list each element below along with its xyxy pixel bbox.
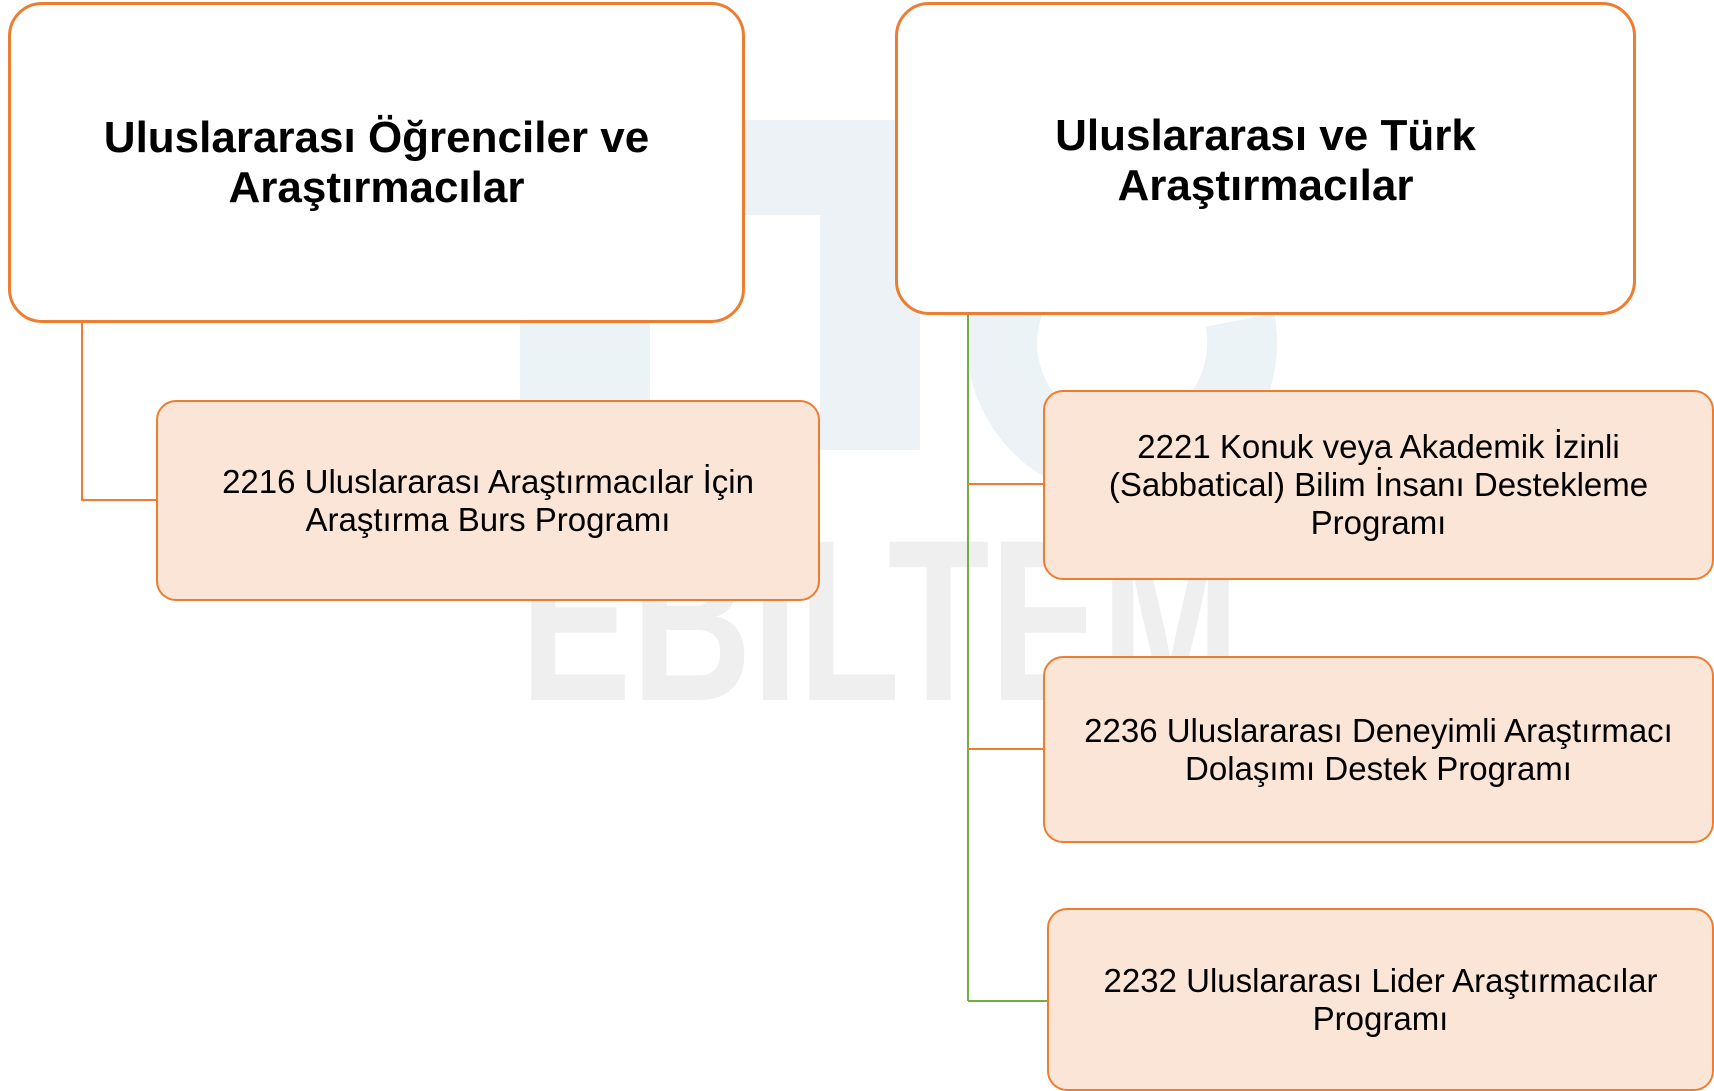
right-child-label-2236: 2236 Uluslararası Deneyimli Araştırmacı …	[1084, 711, 1673, 787]
left-connector	[81, 322, 158, 501]
left-child-box-2216: 2216 Uluslararası Araştırmacılar İçin Ar…	[156, 400, 820, 601]
right-child-box-2236: 2236 Uluslararası Deneyimli Araştırmacı …	[1043, 656, 1714, 843]
right-child-box-2232: 2232 Uluslararası Lider Araştırmacılar P…	[1047, 908, 1714, 1091]
left-header-box: Uluslararası Öğrenciler ve Araştırmacıla…	[8, 2, 745, 323]
right-header-box: Uluslararası ve Türk Araştırmacılar	[895, 2, 1636, 315]
left-header-title: Uluslararası Öğrenciler ve Araştırmacıla…	[103, 113, 650, 212]
left-child-label-2216: 2216 Uluslararası Araştırmacılar İçin Ar…	[222, 462, 754, 538]
right-child-label-2221: 2221 Konuk veya Akademik İzinli (Sabbati…	[1108, 428, 1649, 541]
right-header-title: Uluslararası ve Türk Araştırmacılar	[1055, 111, 1476, 210]
right-child-label-2232: 2232 Uluslararası Lider Araştırmacılar P…	[1103, 961, 1658, 1037]
right-child-box-2221: 2221 Konuk veya Akademik İzinli (Sabbati…	[1043, 390, 1714, 580]
